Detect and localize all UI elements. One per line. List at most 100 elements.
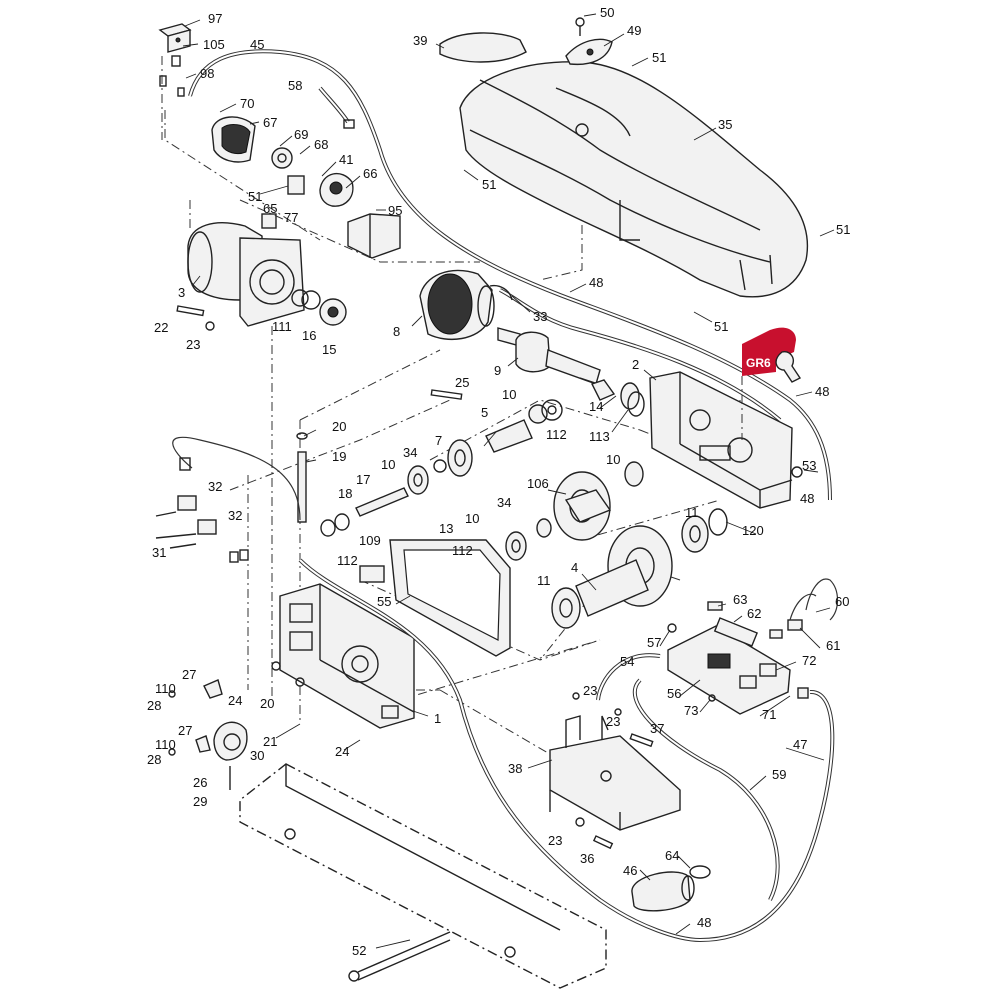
callout-23: 23 — [583, 683, 597, 698]
callout-77: 77 — [284, 210, 298, 225]
callout-113: 113 — [589, 429, 610, 444]
callout-35: 35 — [718, 117, 732, 132]
callout-52: 52 — [352, 943, 366, 958]
housing-cover-35 — [439, 17, 809, 298]
callout-51: 51 — [836, 222, 850, 237]
callout-11: 11 — [537, 573, 551, 588]
callout-73: 73 — [684, 703, 698, 718]
rail-52 — [239, 763, 607, 989]
callout-36: 36 — [580, 851, 594, 866]
callout-32: 32 — [228, 508, 242, 523]
callout-63: 63 — [733, 592, 747, 607]
callout-10: 10 — [381, 457, 395, 472]
callout-49: 49 — [627, 23, 641, 38]
callout-10: 10 — [502, 387, 516, 402]
callout-48: 48 — [815, 384, 829, 399]
callout-20: 20 — [332, 419, 346, 434]
callout-50: 50 — [600, 5, 614, 20]
callout-60: 60 — [835, 594, 849, 609]
callout-95: 95 — [388, 203, 402, 218]
callout-5: 5 — [481, 405, 488, 420]
callout-22: 22 — [154, 320, 168, 335]
callout-62: 62 — [747, 606, 761, 621]
callout-1: 1 — [434, 711, 441, 726]
callout-120: 120 — [742, 523, 764, 538]
callout-53: 53 — [802, 458, 816, 473]
callout-4: 4 — [571, 560, 578, 575]
callout-18: 18 — [338, 486, 352, 501]
motor-3 — [176, 213, 347, 331]
switches-32 — [155, 436, 301, 563]
callout-51: 51 — [482, 177, 496, 192]
callout-27: 27 — [182, 667, 196, 682]
callout-11: 11 — [685, 505, 699, 520]
callout-8: 8 — [393, 324, 400, 339]
callout-32: 32 — [208, 479, 222, 494]
callout-25: 25 — [455, 375, 469, 390]
callout-58: 58 — [288, 78, 302, 93]
leader-lines — [182, 13, 835, 949]
callout-68: 68 — [314, 137, 328, 152]
cable-48 — [298, 558, 701, 942]
callout-13: 13 — [439, 521, 453, 536]
callout-34: 34 — [497, 495, 511, 510]
callout-51: 51 — [248, 189, 262, 204]
callout-37: 37 — [650, 721, 664, 736]
gr6-tag-label: GR6 — [746, 356, 771, 370]
callout-106: 106 — [527, 476, 549, 491]
callout-61: 61 — [826, 638, 840, 653]
callout-10: 10 — [606, 452, 620, 467]
callout-112: 112 — [337, 553, 358, 568]
callout-33: 33 — [533, 309, 547, 324]
callout-28: 28 — [147, 698, 161, 713]
callout-64: 64 — [665, 848, 679, 863]
cable-58 — [318, 86, 355, 129]
part-bracket-97 — [158, 23, 192, 140]
callout-111: 111 — [272, 319, 292, 334]
cable-59 — [632, 678, 780, 901]
gasket-13 — [389, 539, 511, 657]
callout-47: 47 — [793, 737, 807, 752]
callout-48: 48 — [800, 491, 814, 506]
gear-train — [320, 379, 728, 629]
gr6-tag: GR6 — [741, 327, 802, 440]
cable-54 — [596, 653, 661, 701]
callout-48: 48 — [589, 275, 603, 290]
callout-31: 31 — [152, 545, 166, 560]
callout-29: 29 — [193, 794, 207, 809]
encoder-cover-67 — [211, 116, 401, 259]
callout-59: 59 — [772, 767, 786, 782]
bracket-38 — [549, 692, 681, 850]
callout-7: 7 — [435, 433, 442, 448]
callout-23: 23 — [548, 833, 562, 848]
callout-45: 45 — [250, 37, 264, 52]
callout-24: 24 — [228, 693, 242, 708]
callout-97: 97 — [208, 11, 222, 26]
callout-112: 112 — [452, 543, 473, 558]
callout-48: 48 — [697, 915, 711, 930]
callout-30: 30 — [250, 748, 264, 763]
callout-98: 98 — [200, 66, 214, 81]
callout-109: 109 — [359, 533, 381, 548]
callout-2: 2 — [632, 357, 639, 372]
callout-51: 51 — [652, 50, 666, 65]
callout-3: 3 — [178, 285, 185, 300]
callout-39: 39 — [413, 33, 427, 48]
gr6-tag-badge — [742, 327, 796, 376]
callout-41: 41 — [339, 152, 353, 167]
callout-46: 46 — [623, 863, 637, 878]
capacitor-46 — [631, 865, 711, 912]
callout-56: 56 — [667, 686, 681, 701]
callout-54: 54 — [620, 654, 634, 669]
callout-23: 23 — [186, 337, 200, 352]
callout-67: 67 — [263, 115, 277, 130]
gearbox-2 — [649, 371, 803, 509]
spindle-19 — [296, 432, 308, 523]
callout-28: 28 — [147, 752, 161, 767]
callout-38: 38 — [508, 761, 522, 776]
callout-23: 23 — [606, 714, 620, 729]
callout-26: 26 — [193, 775, 207, 790]
callout-10: 10 — [465, 511, 479, 526]
callout-16: 16 — [302, 328, 316, 343]
